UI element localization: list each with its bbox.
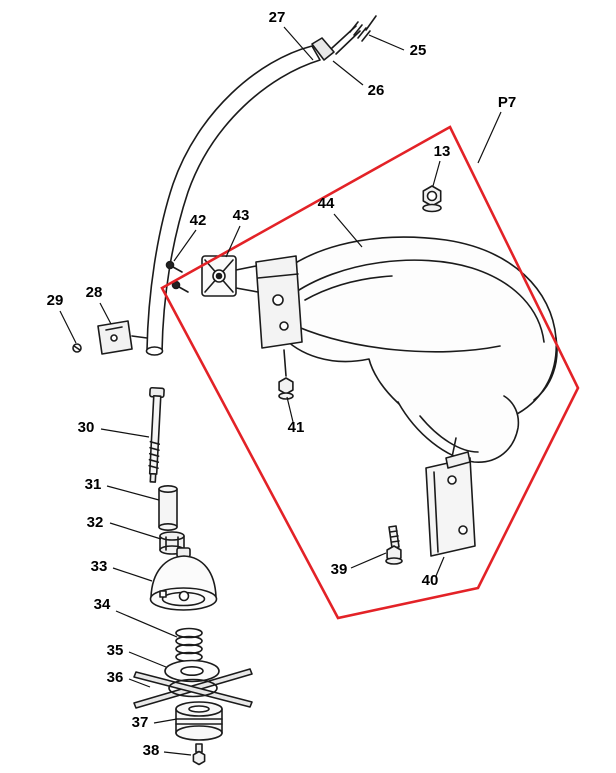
leader-line-37 xyxy=(153,718,178,724)
part-34-spring xyxy=(175,627,203,663)
part-label-41: 41 xyxy=(288,419,305,436)
part-label-39: 39 xyxy=(331,561,348,578)
part-label-13: 13 xyxy=(434,143,451,160)
part-35-washer xyxy=(164,659,220,683)
leader-line-35 xyxy=(128,651,167,668)
part-28-clamp xyxy=(97,320,148,355)
leader-line-27 xyxy=(283,26,314,61)
part-41-nut xyxy=(278,377,294,400)
part-25-cable xyxy=(311,15,377,61)
leader-lines xyxy=(59,26,502,756)
part-label-42: 42 xyxy=(190,212,207,229)
leader-line-39 xyxy=(350,552,387,569)
part-33-housing xyxy=(149,547,218,611)
part-label-38: 38 xyxy=(143,742,160,759)
part-label-40: 40 xyxy=(422,572,439,589)
leader-line-29 xyxy=(59,310,77,344)
leader-line-38 xyxy=(163,751,192,756)
part-31-tube xyxy=(158,484,178,531)
part-label-32: 32 xyxy=(87,514,104,531)
leader-line-13 xyxy=(432,160,441,187)
part-label-25: 25 xyxy=(410,42,427,59)
leader-line-32 xyxy=(109,522,162,540)
leader-line-26 xyxy=(332,60,364,86)
leader-line-40 xyxy=(435,556,445,577)
highlight-region-p7 xyxy=(160,125,580,620)
part-label-29: 29 xyxy=(47,292,64,309)
part-42-screws xyxy=(165,260,189,293)
part-29-screw xyxy=(72,343,82,353)
leader-line-43 xyxy=(225,225,241,258)
leader-line-33 xyxy=(112,567,153,582)
part-label-28: 28 xyxy=(86,284,103,301)
part-38-bolt xyxy=(192,743,206,766)
region-label-p7: P7 xyxy=(498,94,516,111)
part-37-spool xyxy=(175,701,223,741)
part-30-shaft xyxy=(148,386,165,483)
leader-line-30 xyxy=(100,428,150,438)
leader-line-42 xyxy=(173,229,197,262)
part-44-guard xyxy=(235,236,558,463)
highlight-polygon xyxy=(160,125,580,620)
leader-line-p7 xyxy=(477,111,502,164)
part-label-31: 31 xyxy=(85,476,102,493)
part-13-nut xyxy=(422,185,442,213)
part-label-43: 43 xyxy=(233,207,250,224)
leader-line-41 xyxy=(286,396,294,423)
part-40-bracket xyxy=(425,451,476,557)
part-label-33: 33 xyxy=(91,558,108,575)
leader-line-28 xyxy=(99,302,112,325)
part-43-clamp-housing xyxy=(201,255,237,297)
leader-line-31 xyxy=(106,485,160,501)
part-36-blades xyxy=(133,668,253,709)
leader-line-44 xyxy=(333,213,363,248)
part-label-44: 44 xyxy=(318,195,335,212)
part-39-bolt xyxy=(385,525,403,565)
part-label-27: 27 xyxy=(269,9,286,26)
part-label-26: 26 xyxy=(368,82,385,99)
part-label-34: 34 xyxy=(94,596,111,613)
leader-line-34 xyxy=(115,610,178,638)
leader-line-36 xyxy=(128,678,151,688)
part-label-35: 35 xyxy=(107,642,124,659)
part-labels: 27 25 26 P7 13 44 43 42 29 28 30 41 31 3… xyxy=(47,9,517,759)
part-label-36: 36 xyxy=(107,669,124,686)
leader-line-25 xyxy=(368,34,405,51)
part-label-37: 37 xyxy=(132,714,149,731)
part-label-30: 30 xyxy=(78,419,95,436)
artwork xyxy=(72,15,558,766)
shaft-tube xyxy=(145,45,321,356)
